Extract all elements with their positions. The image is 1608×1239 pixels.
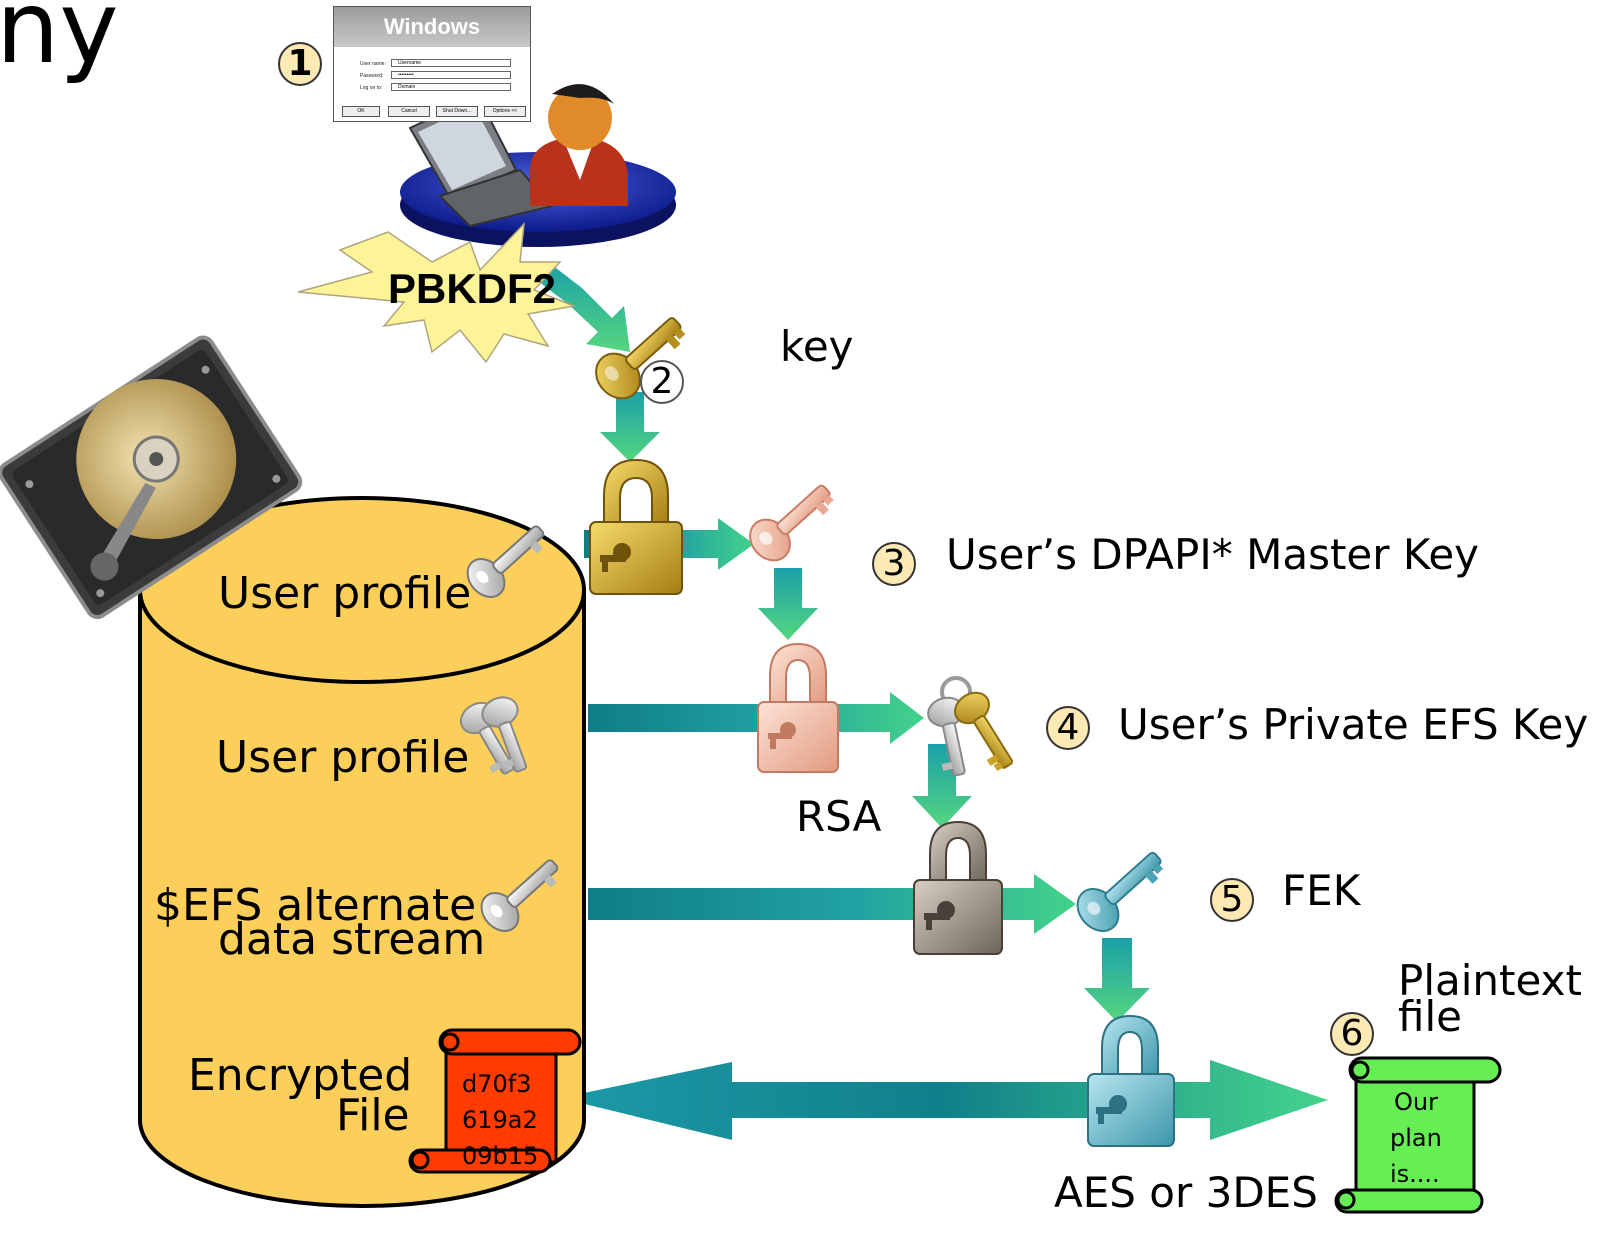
step-5-badge: 5 (1210, 878, 1254, 922)
step-2-badge: 2 (640, 360, 684, 404)
plaintext-line-1: Our (1394, 1088, 1438, 1116)
encrypted-file-label-1: Encrypted (188, 1050, 413, 1101)
password-label: Password: (360, 73, 384, 79)
key-icon-dpapi (749, 484, 834, 562)
lock-icon-gold (589, 458, 683, 595)
password-field[interactable]: ••••••••• (391, 71, 511, 79)
options-button[interactable]: Options << (484, 106, 526, 117)
plaintext-file-scroll (1334, 1056, 1502, 1214)
key-icon-gold (595, 317, 686, 400)
plaintext-line-2: plan (1390, 1124, 1442, 1152)
arrow-pbkdf2-to-key (534, 262, 630, 352)
lock-icon-rsa (757, 642, 839, 773)
shutdown-button[interactable]: Shut Down... (436, 106, 478, 117)
arrow-efs-key-to-gray-lock (912, 744, 972, 828)
windows-dialog-title: Windows (334, 7, 530, 47)
lock-icon-blue (1087, 1014, 1175, 1147)
user-profile-label-2: User profile (216, 732, 470, 783)
step-6-badge: 6 (1330, 1012, 1374, 1056)
windows-logon-dialog: Windows User name: Username Password: ••… (333, 6, 531, 122)
efs-stream-label-2: data stream (218, 914, 486, 965)
ok-button[interactable]: OK (342, 106, 380, 117)
user-profile-label-1: User profile (218, 568, 472, 619)
arrow-fek-to-blue-lock (1084, 938, 1150, 1022)
key-pair-icon-efs (927, 676, 1013, 777)
step-3-badge: 3 (872, 542, 916, 586)
key-label: key (780, 322, 854, 371)
pbkdf2-starburst (297, 221, 577, 364)
rsa-label: RSA (796, 792, 882, 841)
pbkdf2-label: PBKDF2 (388, 265, 557, 312)
arrow-encrypted-plaintext (560, 1060, 1328, 1140)
hard-drive-image (0, 335, 303, 620)
step-4-badge: 4 (1046, 706, 1090, 750)
arrow-dpapi-to-rsa-lock (758, 568, 818, 640)
encrypted-file-label-2: File (336, 1090, 410, 1141)
dpapi-master-key-label: User’s DPAPI* Master Key (946, 530, 1480, 579)
lock-icon-gray (913, 820, 1003, 955)
private-efs-key-label: User’s Private EFS Key (1118, 700, 1589, 749)
key-icon-efs-silver (480, 859, 559, 932)
plaintext-label: Plaintext (1398, 956, 1582, 1005)
step-1-badge: 1 (278, 42, 322, 86)
aes-3des-label: AES or 3DES (1054, 1168, 1318, 1217)
encrypted-line-2: 619a2 (462, 1106, 538, 1134)
encrypted-line-1: d70f3 (462, 1070, 532, 1098)
logon-field[interactable]: Domain (391, 83, 511, 91)
efs-stream-label-1: $EFS alternate (154, 880, 477, 931)
plaintext-line-3: is.... (1390, 1160, 1440, 1188)
slide-title-fragment: ny (0, 0, 119, 86)
key-icon-fek (1076, 851, 1164, 932)
username-field[interactable]: Username (391, 59, 511, 67)
key-pair-icon-profile (459, 696, 527, 775)
encrypted-line-3: 09b15 (462, 1142, 539, 1170)
key-icon-profile-silver (466, 525, 545, 598)
encrypted-file-scroll (408, 1028, 582, 1174)
arrow-profile-to-efs-key (588, 692, 924, 744)
logon-label: Log on to: (360, 85, 383, 91)
fek-label: FEK (1282, 866, 1361, 915)
cancel-button[interactable]: Cancel (388, 106, 430, 117)
username-label: User name: (360, 61, 386, 67)
plaintext-file-label: file (1398, 992, 1462, 1041)
arrow-key-to-gold-lock (600, 392, 660, 462)
